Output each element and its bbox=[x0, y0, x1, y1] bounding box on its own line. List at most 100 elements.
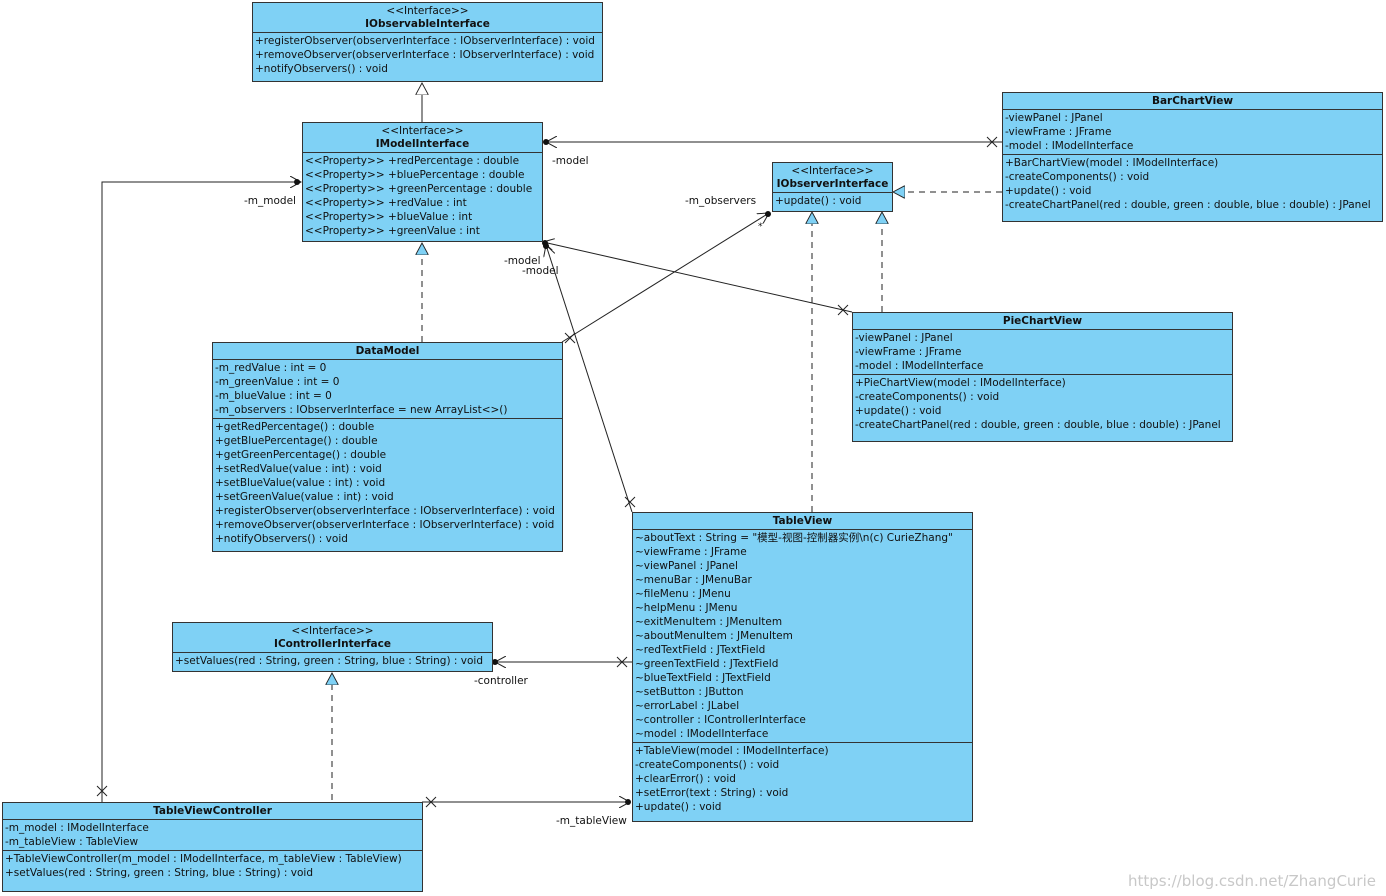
class-name: BarChartView bbox=[1151, 95, 1234, 107]
method-section: +registerObserver(observerInterface : IO… bbox=[253, 33, 602, 77]
attribute-section: -viewPanel : JPanel -viewFrame : JFrame … bbox=[853, 330, 1232, 375]
class-name: IControllerInterface bbox=[274, 638, 391, 650]
method: +setBlueValue(value : int) : void bbox=[215, 477, 386, 489]
role-label-m-tableview: -m_tableView bbox=[556, 815, 627, 827]
attribute: -m_observers : IObserverInterface = new … bbox=[215, 404, 508, 416]
method: +PieChartView(model : IModelInterface) bbox=[855, 377, 1066, 389]
attribute: -viewFrame : JFrame bbox=[855, 346, 962, 358]
class-tableview[interactable]: TableView ~aboutText : String = "模型-视图-控… bbox=[632, 512, 973, 822]
attribute: <<Property>> +redValue : int bbox=[305, 197, 467, 209]
method: -createChartPanel(red : double, green : … bbox=[855, 419, 1221, 431]
method: +setGreenValue(value : int) : void bbox=[215, 491, 394, 503]
class-header: <<Interface>> IControllerInterface bbox=[173, 623, 492, 653]
method: +BarChartView(model : IModelInterface) bbox=[1005, 157, 1219, 169]
attribute: ~aboutText : String = "模型-视图-控制器实例\n(c) … bbox=[635, 532, 953, 544]
stereotype-label: <<Interface>> bbox=[791, 165, 874, 177]
attribute: -viewPanel : JPanel bbox=[1005, 112, 1103, 124]
method: +notifyObservers() : void bbox=[215, 533, 348, 545]
role-label-controller: -controller bbox=[474, 675, 528, 687]
method: +setValues(red : String, green : String,… bbox=[175, 655, 484, 667]
attribute: <<Property>> +redPercentage : double bbox=[305, 155, 520, 167]
class-icontrollerinterface[interactable]: <<Interface>> IControllerInterface +setV… bbox=[172, 622, 493, 672]
class-header: DataModel bbox=[213, 343, 562, 360]
class-barchartview[interactable]: BarChartView -viewPanel : JPanel -viewFr… bbox=[1002, 92, 1383, 222]
method: +clearError() : void bbox=[635, 773, 736, 785]
class-tableviewcontroller[interactable]: TableViewController -m_model : IModelInt… bbox=[2, 802, 423, 892]
attribute: -m_greenValue : int = 0 bbox=[215, 376, 340, 388]
stereotype-label: <<Interface>> bbox=[381, 125, 464, 137]
attribute: ~controller : IControllerInterface bbox=[635, 714, 806, 726]
attribute: -model : IModelInterface bbox=[855, 360, 984, 372]
method-section: +setValues(red : String, green : String,… bbox=[173, 653, 492, 669]
method: +TableView(model : IModelInterface) bbox=[635, 745, 829, 757]
attribute: -m_model : IModelInterface bbox=[5, 822, 149, 834]
assoc-datamodel-observer bbox=[561, 213, 769, 343]
attribute: ~aboutMenuItem : JMenuItem bbox=[635, 630, 793, 642]
attribute: ~viewPanel : JPanel bbox=[635, 560, 738, 572]
class-iobservableinterface[interactable]: <<Interface>> IObservableInterface +regi… bbox=[252, 2, 603, 82]
attribute: ~errorLabel : JLabel bbox=[635, 700, 740, 712]
attribute: ~blueTextField : JTextField bbox=[635, 672, 771, 684]
method: +getRedPercentage() : double bbox=[215, 421, 375, 433]
attribute: ~redTextField : JTextField bbox=[635, 644, 766, 656]
stereotype-label: <<Interface>> bbox=[291, 625, 374, 637]
attribute: ~helpMenu : JMenu bbox=[635, 602, 738, 614]
method-section: +PieChartView(model : IModelInterface) -… bbox=[853, 375, 1232, 433]
attribute: <<Property>> +greenPercentage : double bbox=[305, 183, 533, 195]
attribute: <<Property>> +greenValue : int bbox=[305, 225, 480, 237]
class-name: DataModel bbox=[355, 345, 420, 357]
method: +removeObserver(observerInterface : IObs… bbox=[255, 49, 595, 61]
method: +TableViewController(m_model : IModelInt… bbox=[5, 853, 402, 865]
method: +setRedValue(value : int) : void bbox=[215, 463, 382, 475]
method: +notifyObservers() : void bbox=[255, 63, 388, 75]
class-name: TableViewController bbox=[153, 805, 272, 817]
class-name: PieChartView bbox=[1002, 315, 1083, 327]
attribute-section: -m_model : IModelInterface -m_tableView … bbox=[3, 820, 422, 851]
attribute: ~model : IModelInterface bbox=[635, 728, 769, 740]
method: -createComponents() : void bbox=[855, 391, 1000, 403]
method: -createComponents() : void bbox=[1005, 171, 1150, 183]
method: +update() : void bbox=[635, 801, 722, 813]
role-label-m-model: -m_model bbox=[244, 195, 296, 207]
attribute: -m_redValue : int = 0 bbox=[215, 362, 327, 374]
multiplicity-label: * bbox=[758, 222, 763, 232]
method: -createComponents() : void bbox=[635, 759, 780, 771]
method-section: +getRedPercentage() : double +getBluePer… bbox=[213, 419, 562, 547]
role-label-m-observers: -m_observers bbox=[685, 195, 757, 207]
attribute: <<Property>> +bluePercentage : double bbox=[305, 169, 525, 181]
method: +registerObserver(observerInterface : IO… bbox=[215, 505, 555, 517]
attribute-section: -m_redValue : int = 0 -m_greenValue : in… bbox=[213, 360, 562, 419]
method-section: +BarChartView(model : IModelInterface) -… bbox=[1003, 155, 1382, 213]
assoc-table-model bbox=[546, 245, 633, 513]
watermark: https://blog.csdn.net/ZhangCurie bbox=[1128, 872, 1376, 890]
class-header: <<Interface>> IObservableInterface bbox=[253, 3, 602, 33]
class-datamodel[interactable]: DataModel -m_redValue : int = 0 -m_green… bbox=[212, 342, 563, 552]
class-header: TableViewController bbox=[3, 803, 422, 820]
method-section: +TableViewController(m_model : IModelInt… bbox=[3, 851, 422, 881]
method: +getBluePercentage() : double bbox=[215, 435, 378, 447]
method: +update() : void bbox=[855, 405, 942, 417]
method: +update() : void bbox=[775, 195, 862, 207]
attribute: ~greenTextField : JTextField bbox=[635, 658, 779, 670]
attribute-section: ~aboutText : String = "模型-视图-控制器实例\n(c) … bbox=[633, 530, 972, 743]
method: +update() : void bbox=[1005, 185, 1092, 197]
class-iobserverinterface[interactable]: <<Interface>> IObserverInterface +update… bbox=[772, 162, 893, 212]
role-label-model-table: -model bbox=[522, 265, 559, 277]
class-imodelinterface[interactable]: <<Interface>> IModelInterface <<Property… bbox=[302, 122, 543, 242]
class-header: <<Interface>> IObserverInterface bbox=[773, 163, 892, 193]
assoc-controller-model bbox=[101, 182, 301, 802]
class-name: IObservableInterface bbox=[365, 18, 490, 30]
method: +removeObserver(observerInterface : IObs… bbox=[215, 519, 555, 531]
attribute: ~fileMenu : JMenu bbox=[635, 588, 731, 600]
method: +setError(text : String) : void bbox=[635, 787, 789, 799]
class-piechartview[interactable]: PieChartView -viewPanel : JPanel -viewFr… bbox=[852, 312, 1233, 442]
attribute-section: -viewPanel : JPanel -viewFrame : JFrame … bbox=[1003, 110, 1382, 155]
attribute: ~menuBar : JMenuBar bbox=[635, 574, 752, 586]
attribute: -viewFrame : JFrame bbox=[1005, 126, 1112, 138]
attribute: ~exitMenuItem : JMenuItem bbox=[635, 616, 783, 628]
attribute: -viewPanel : JPanel bbox=[855, 332, 953, 344]
attribute: -m_blueValue : int = 0 bbox=[215, 390, 332, 402]
class-header: BarChartView bbox=[1003, 93, 1382, 110]
method: +registerObserver(observerInterface : IO… bbox=[255, 35, 595, 47]
attribute: -m_tableView : TableView bbox=[5, 836, 139, 848]
